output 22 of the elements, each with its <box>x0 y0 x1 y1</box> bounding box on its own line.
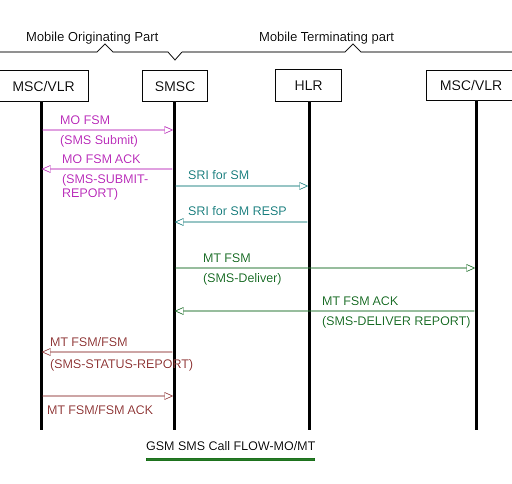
edge-label: MT FSM (SMS-Deliver) <box>203 251 282 285</box>
edge-label: SRI for SM RESP <box>188 204 288 218</box>
message-arrow <box>42 126 173 134</box>
message-arrow <box>175 182 308 190</box>
message-arrow <box>42 164 173 174</box>
participant-name: MSC/VLR <box>12 76 75 96</box>
edge-label: MT FSM/FSM ACK <box>47 403 154 417</box>
edge-label: MO FSM (SMS Submit) <box>60 113 139 147</box>
participant-name: MSC/VLR <box>440 76 502 95</box>
edge-label: MO FSM ACK (SMS-SUBMIT-REPORT) <box>62 152 150 200</box>
participant-name: HLR <box>294 76 322 95</box>
edge-label: SRI for SM <box>188 168 250 182</box>
message-arrow <box>175 218 308 226</box>
message-arrow <box>42 392 173 400</box>
caption: GSM SMS Call FLOW-MO/MT <box>146 437 316 461</box>
section-label: Mobile Originating Part <box>26 28 158 46</box>
edge-label: MT FSM ACK (SMS-DELIVER REPORT) <box>322 294 472 328</box>
message-arrow <box>42 348 173 356</box>
participant-name: SMSC <box>154 76 196 96</box>
message-arrow <box>175 306 475 316</box>
section-label: Mobile Terminating part <box>259 28 394 46</box>
message-arrow <box>175 264 475 272</box>
